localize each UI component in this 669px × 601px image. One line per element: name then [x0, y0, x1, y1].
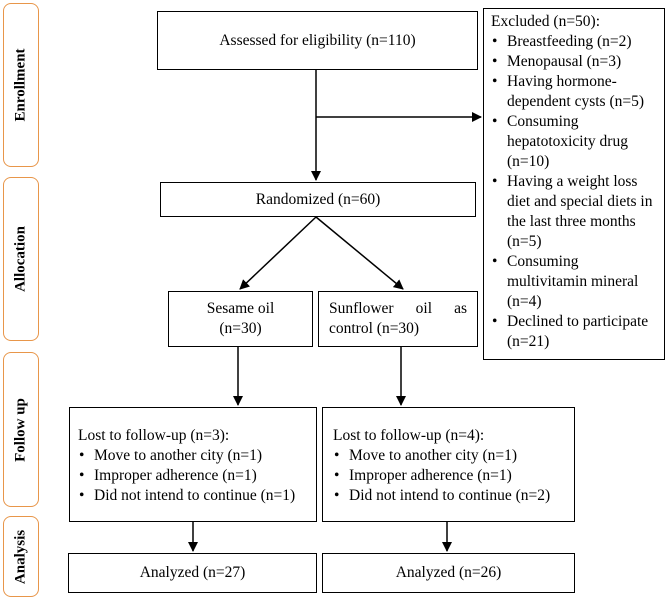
- randomized-text: Randomized (n=60): [255, 190, 381, 208]
- followup-right-item: Improper adherence (n=1): [333, 466, 574, 486]
- assessed-text: Assessed for eligibility (n=110): [219, 31, 416, 49]
- phase-follow-up: Follow up: [3, 352, 39, 507]
- analyzed-right-box: Analyzed (n=26): [322, 553, 575, 593]
- excluded-item: Consuming hepatotoxicity drug (n=10): [491, 112, 660, 172]
- followup-right-item: Move to another city (n=1): [333, 446, 574, 466]
- followup-right-box: Lost to follow-up (n=4): Move to another…: [322, 407, 575, 522]
- sesame-group-name: Sesame oil: [206, 300, 275, 317]
- excluded-list: Breastfeeding (n=2) Menopausal (n=3) Hav…: [491, 32, 660, 352]
- analyzed-left-text: Analyzed (n=27): [139, 564, 246, 581]
- assessed-box: Assessed for eligibility (n=110): [157, 11, 478, 70]
- followup-left-item: Move to another city (n=1): [78, 446, 316, 466]
- sesame-group-count: (n=30): [219, 320, 262, 337]
- followup-left-item: Improper adherence (n=1): [78, 466, 316, 486]
- excluded-item: Having hormone-dependent cysts (n=5): [491, 72, 660, 112]
- phase-enrollment: Enrollment: [3, 3, 39, 167]
- phase-allocation: Allocation: [3, 177, 39, 341]
- sesame-group-box: Sesame oil (n=30): [168, 291, 313, 347]
- excluded-item: Having a weight loss diet and special di…: [491, 172, 660, 252]
- sunflower-group-box: Sunflower oil as control (n=30): [318, 291, 478, 347]
- followup-right-title: Lost to follow-up (n=4):: [333, 427, 485, 444]
- sunflower-group-count: control (n=30): [329, 320, 420, 337]
- followup-right-item: Did not intend to continue (n=2): [333, 486, 574, 506]
- arrow-randomized-to-sunflower: [315, 216, 404, 290]
- followup-left-list: Move to another city (n=1) Improper adhe…: [78, 446, 316, 506]
- sunflower-group-name: Sunflower oil as: [329, 300, 467, 317]
- followup-left-title: Lost to follow-up (n=3):: [78, 427, 230, 444]
- excluded-title: Excluded (n=50):: [491, 13, 601, 30]
- excluded-item: Consuming multivitamin mineral (n=4): [491, 252, 660, 312]
- randomized-box: Randomized (n=60): [160, 182, 476, 217]
- followup-left-box: Lost to follow-up (n=3): Move to another…: [69, 407, 317, 522]
- excluded-box: Excluded (n=50): Breastfeeding (n=2) Men…: [483, 8, 665, 360]
- phase-analysis: Analysis: [3, 516, 39, 597]
- excluded-item: Breastfeeding (n=2): [491, 32, 660, 52]
- arrow-randomized-to-sesame: [239, 216, 317, 290]
- excluded-item: Menopausal (n=3): [491, 52, 660, 72]
- analyzed-right-text: Analyzed (n=26): [395, 564, 502, 581]
- followup-right-list: Move to another city (n=1) Improper adhe…: [333, 446, 574, 506]
- excluded-item: Declined to participate (n=21): [491, 312, 660, 352]
- followup-left-item: Did not intend to continue (n=1): [78, 486, 316, 506]
- analyzed-left-box: Analyzed (n=27): [68, 553, 317, 593]
